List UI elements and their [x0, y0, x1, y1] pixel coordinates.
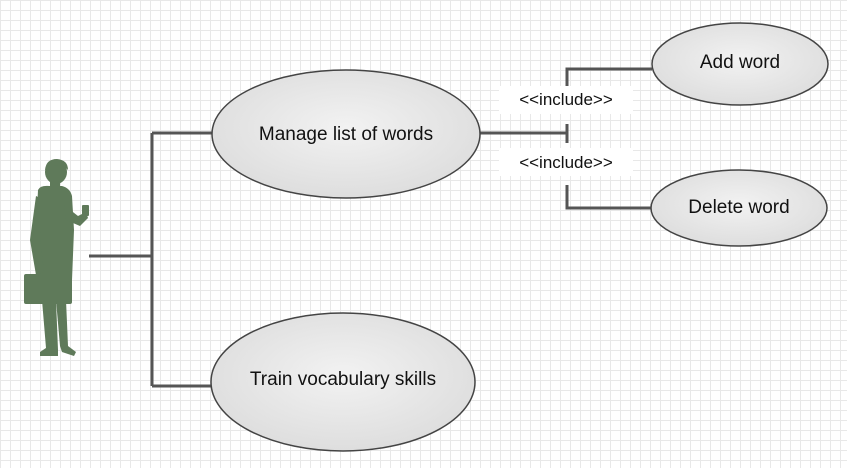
- use-case-add-word[interactable]: Add word: [651, 22, 829, 106]
- include-label-delete: <<include>>: [499, 148, 633, 176]
- use-case-manage-list[interactable]: Manage list of words: [211, 69, 481, 199]
- use-case-train-vocabulary[interactable]: Train vocabulary skills: [210, 312, 476, 452]
- use-case-delete-word[interactable]: Delete word: [650, 169, 828, 247]
- actor-figure[interactable]: [24, 159, 89, 356]
- include-text-delete: <<include>>: [519, 153, 613, 172]
- include-text-add: <<include>>: [519, 90, 613, 109]
- include-label-add: <<include>>: [499, 86, 633, 114]
- use-case-manage-label: Manage list of words: [259, 124, 433, 145]
- actor-connectors: [89, 131, 214, 388]
- use-case-train-label: Train vocabulary skills: [250, 369, 436, 390]
- use-case-delete-label: Delete word: [688, 197, 789, 218]
- include-connectors: [480, 67, 652, 210]
- use-case-add-label: Add word: [700, 52, 780, 73]
